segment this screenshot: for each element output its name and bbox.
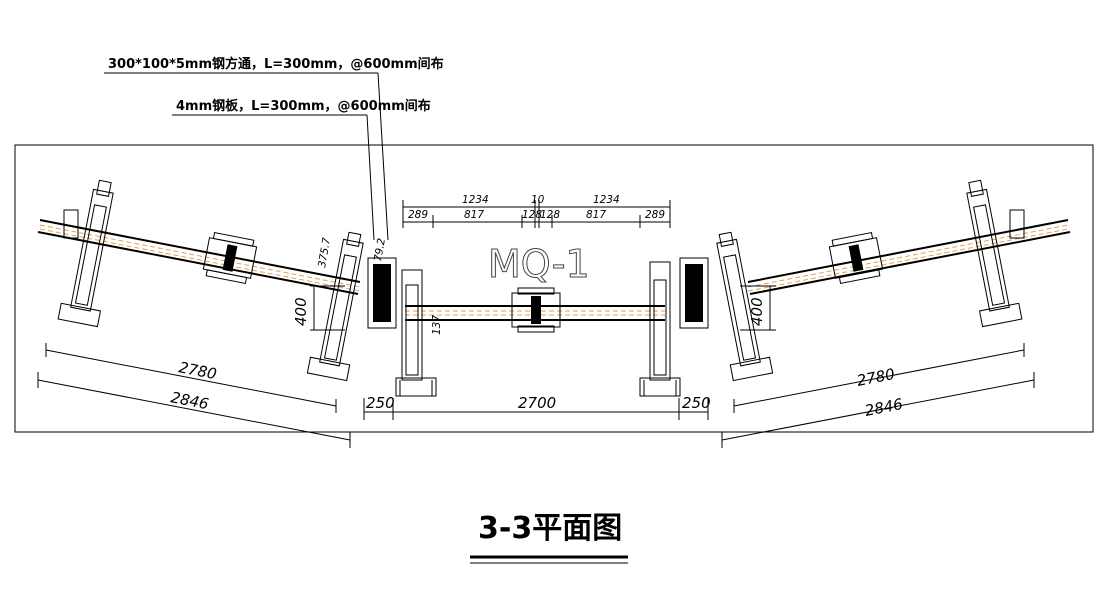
dim-mid-small: 137 <box>431 315 443 335</box>
dim-center-left: 250 <box>366 394 395 412</box>
plan-frame <box>14 144 1094 433</box>
dim-top-lower-1: 289 <box>408 209 428 221</box>
dim-top-lower-4: 128 <box>540 209 560 221</box>
dim-center-main: 2700 <box>518 394 556 412</box>
dim-top-upper-mid: 10 <box>531 194 545 206</box>
dim-top-upper-right: 1234 <box>593 194 620 206</box>
dim-top-lower-2: 817 <box>464 209 484 221</box>
top-dimension-chain <box>402 200 671 228</box>
dim-top-upper-left: 1234 <box>462 194 489 206</box>
right-dimension-lines <box>721 285 1035 448</box>
center-dimension-chain <box>363 398 709 420</box>
dim-top-lower-3: 128 <box>522 209 542 221</box>
annotation-steel-tube-leader <box>377 72 389 241</box>
dim-left-outer: 2846 <box>169 388 210 413</box>
drawing-title: 3-3平面图 <box>478 511 622 546</box>
dim-right-outer: 2846 <box>863 395 904 420</box>
dim-top-lower-6: 289 <box>645 209 665 221</box>
dim-top-lower-5: 817 <box>586 209 606 221</box>
annotation-steel-tube: 300*100*5mm钢方通，L=300mm，@600mm间布 <box>108 56 444 72</box>
dim-center-right: 250 <box>682 394 711 412</box>
annotation-steel-plate-leader <box>366 114 375 241</box>
dim-left-small-a: 375.7 <box>316 237 333 269</box>
center-wall-section <box>367 257 709 397</box>
dim-right-inner: 2780 <box>855 365 896 390</box>
left-dimension-lines <box>37 285 351 448</box>
dim-left-offset: 400 <box>292 297 310 326</box>
dim-left-small-b: 79.2 <box>372 237 388 262</box>
left-wing-section <box>37 179 364 382</box>
dim-right-offset: 400 <box>748 297 766 326</box>
panel-mark: MQ-1 <box>488 242 590 286</box>
dim-left-inner: 2780 <box>177 358 218 383</box>
annotation-steel-plate: 4mm钢板，L=300mm，@600mm间布 <box>176 98 431 114</box>
right-wing-section <box>716 179 1071 382</box>
